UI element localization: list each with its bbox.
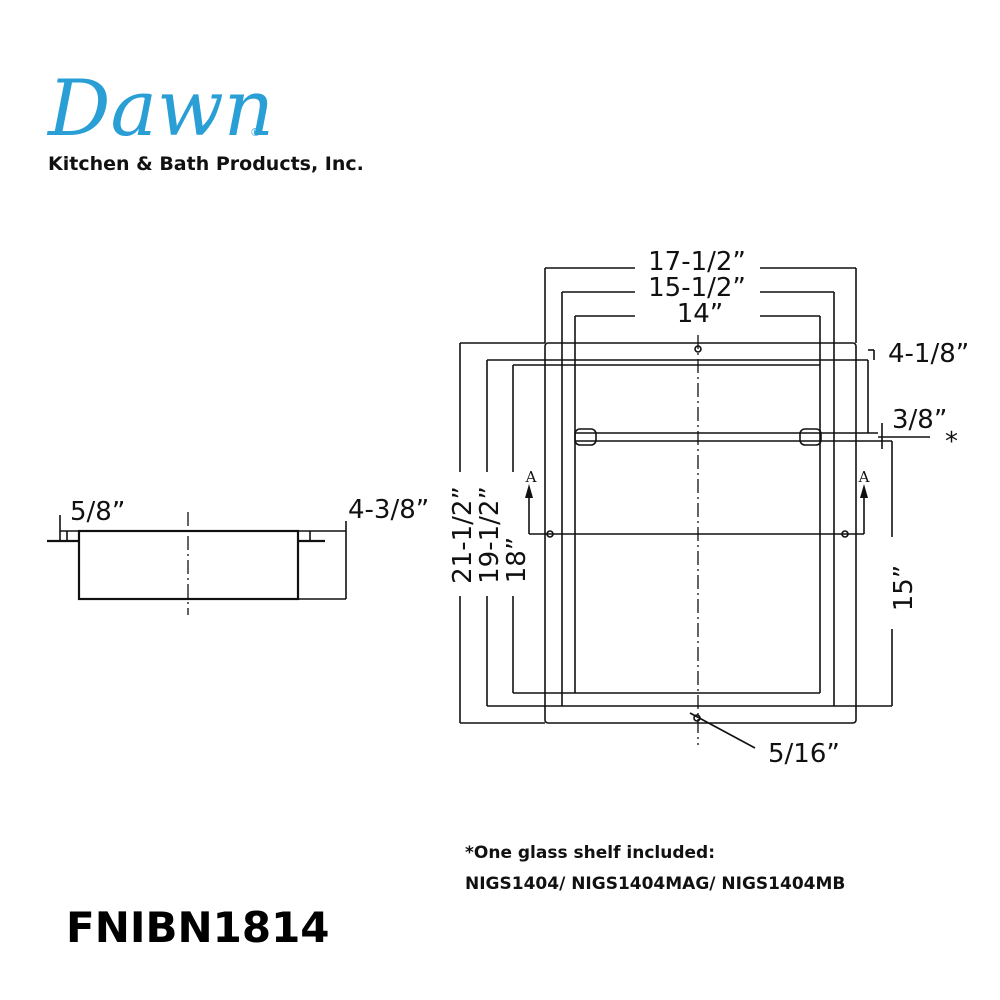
height-inner-label: 18” [502,537,532,584]
company-name: Kitchen & Bath Products, Inc. [48,153,364,175]
mount-hole [546,530,554,538]
section-right-label: A [858,468,870,486]
shelf-marker: * [945,427,958,457]
front-view: 17-1/2” 15-1/2” 14” 21-1/2” 19-1/2” 18” … [448,247,969,769]
width-outer-label: 17-1/2” [648,247,746,277]
shelf-depth-label: 4-1/8” [888,339,969,369]
shelf-models: NIGS1404/ NIGS1404MAG/ NIGS1404MB [465,874,845,894]
logo-text: Dawn [46,64,274,154]
brand-logo: Dawn ® Kitchen & Bath Products, Inc. [46,64,364,175]
section-line-a: A A [525,468,870,538]
width-middle-label: 15-1/2” [648,273,746,303]
arrow-up-icon [860,484,868,498]
mount-hole [841,530,849,538]
flange-label: 5/8” [70,497,125,527]
registered-mark: ® [250,126,261,139]
glass-shelf [574,428,892,446]
hole-size-label: 5/16” [768,739,840,769]
shelf-note: *One glass shelf included: [465,843,715,863]
width-inner-label: 14” [677,299,724,329]
side-view: 5/8” 4-3/8” [47,495,429,615]
shelf-thickness-label: 3/8” [892,405,947,435]
height-outer-label: 21-1/2” [448,486,478,584]
mount-hole [694,345,702,353]
height-middle-label: 19-1/2” [475,486,505,584]
model-number: FNIBN1814 [66,903,330,952]
depth-label: 4-3/8” [348,495,429,525]
outer-frame [544,342,857,724]
arrow-up-icon [525,484,533,498]
shelf-height-label: 15” [889,565,919,612]
section-left-label: A [525,468,537,486]
